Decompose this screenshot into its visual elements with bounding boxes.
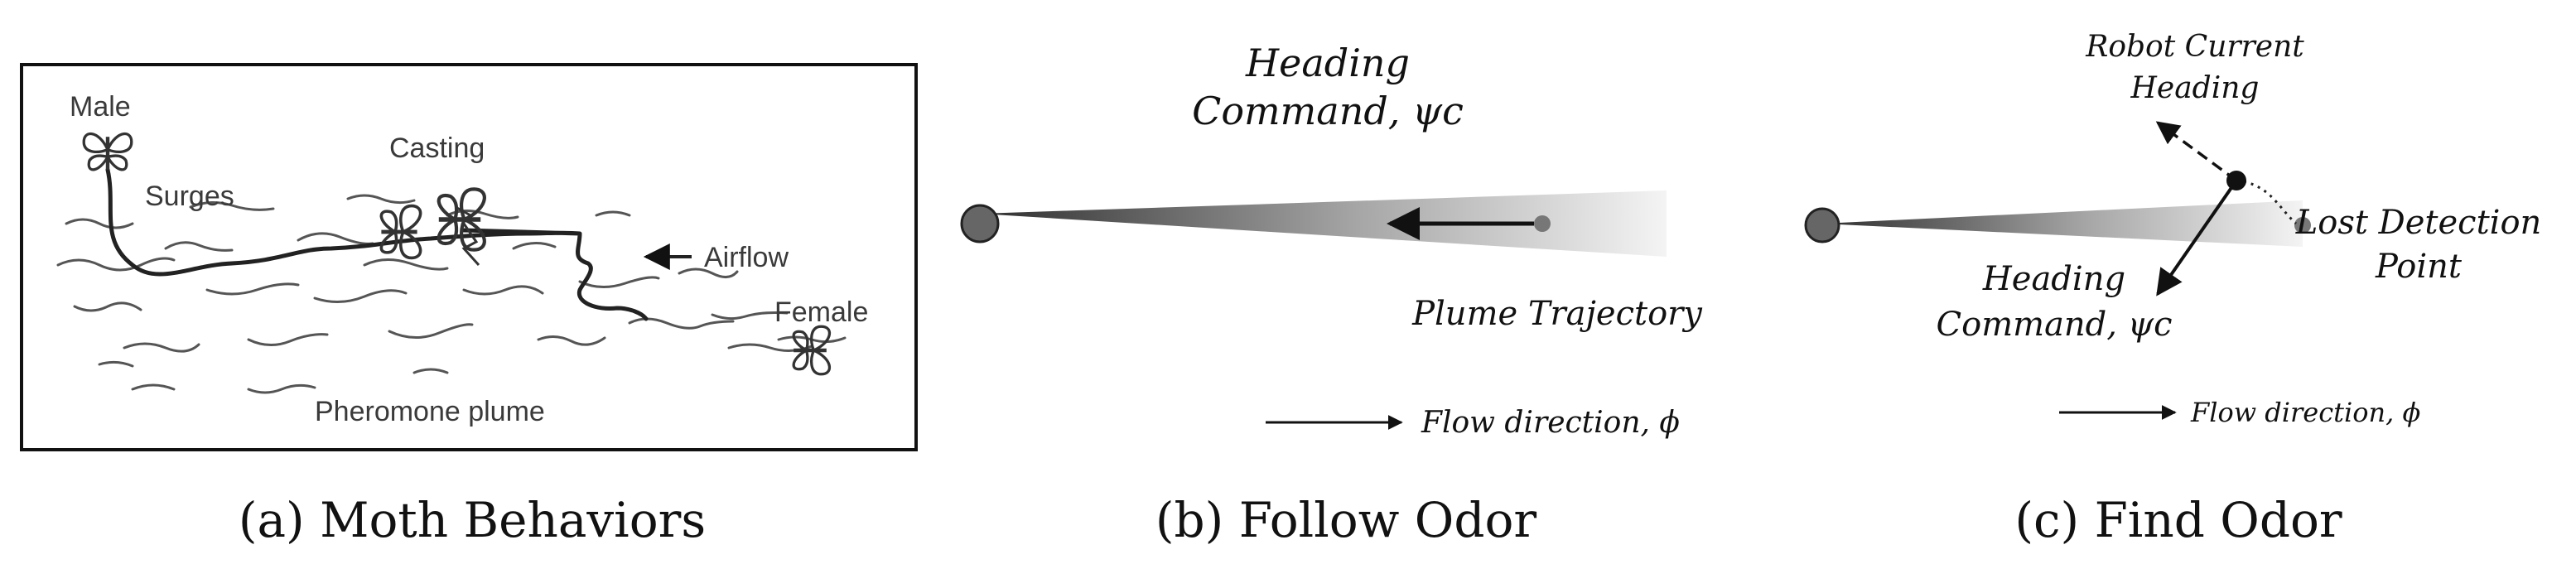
robot-current-heading-line2: Heading bbox=[2130, 71, 2260, 105]
label-pheromone-plume: Pheromone plume bbox=[315, 396, 545, 427]
plume-trajectory-label: Plume Trajectory bbox=[1411, 295, 1703, 333]
label-male: Male bbox=[70, 91, 131, 123]
moth-trajectory bbox=[105, 167, 649, 321]
panel-a: Male Surges Casting Airflow Female Phero… bbox=[20, 63, 918, 548]
odor-source-c bbox=[1804, 207, 1840, 243]
label-surges: Surges bbox=[145, 181, 234, 212]
heading-label-c-line2: Command, ψc bbox=[1937, 306, 2173, 344]
heading-label-b-line1: Heading bbox=[1245, 41, 1410, 85]
label-female: Female bbox=[774, 296, 868, 328]
caption-a: (a) Moth Behaviors bbox=[239, 492, 706, 548]
robot-current-heading-line1: Robot Current bbox=[2085, 30, 2304, 64]
plume-shape-c bbox=[1822, 200, 2303, 247]
caption-c: (c) Find Odor bbox=[2014, 492, 2342, 548]
odor-source-b bbox=[960, 204, 1000, 243]
label-casting: Casting bbox=[389, 133, 485, 164]
lost-detection-line2: Point bbox=[2375, 248, 2463, 286]
flow-direction-label-b: Flow direction, ϕ bbox=[1421, 406, 1680, 440]
panel-a-frame bbox=[20, 63, 918, 451]
flow-direction-label-c: Flow direction, ϕ bbox=[2190, 397, 2420, 428]
label-airflow: Airflow bbox=[704, 242, 789, 273]
caption-b: (b) Follow Odor bbox=[1155, 492, 1537, 548]
robot-marker bbox=[2226, 171, 2246, 190]
detection-point-b bbox=[1534, 215, 1551, 232]
panel-b: Heading Command, ψc Plume Trajectory Flo… bbox=[960, 41, 1703, 548]
robot-current-heading-arrow bbox=[2155, 121, 2238, 182]
heading-label-c-line1: Heading bbox=[1982, 260, 2125, 298]
lost-detection-point bbox=[2294, 217, 2311, 234]
panel-c: Robot Current Heading Lost Detection Poi… bbox=[1804, 30, 2542, 548]
lost-detection-line1: Lost Detection bbox=[2295, 204, 2542, 242]
heading-label-b-line2: Command, ψc bbox=[1192, 89, 1464, 133]
plume-shape-b bbox=[980, 190, 1667, 257]
heading-command-arrow-c bbox=[2156, 179, 2238, 296]
